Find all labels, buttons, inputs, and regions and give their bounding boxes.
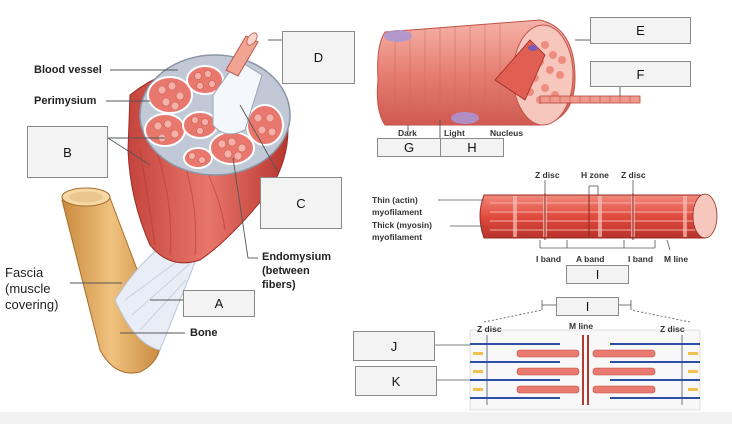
answer-box-g[interactable]: G (377, 138, 441, 157)
label-fascia: Fascia (5, 265, 44, 280)
label-fascia-muscle: (muscle (5, 281, 51, 296)
label-m-line-bottom: M line (569, 321, 594, 331)
leader-lines-middle-right (438, 180, 671, 251)
answer-box-h[interactable]: H (440, 138, 504, 157)
label-blood-vessel: Blood vessel (34, 64, 102, 76)
label-thick-myosin: Thick (myosin) (372, 220, 432, 230)
label-h-zone: H zone (581, 170, 609, 180)
label-dark: Dark (398, 128, 417, 138)
answer-box-a[interactable]: A (183, 290, 255, 317)
label-light: Light (444, 128, 465, 138)
leader-lines-bottom-right (435, 300, 691, 381)
label-fascia-covering: covering) (5, 297, 59, 312)
answer-box-i-lower[interactable]: I (556, 297, 619, 316)
label-thin-actin: Thin (actin) (372, 195, 418, 205)
label-z-disc-bottom-right: Z disc (660, 324, 685, 334)
answer-box-c[interactable]: C (260, 177, 342, 229)
answer-box-k[interactable]: K (355, 366, 437, 396)
label-a-band: A band (576, 254, 605, 264)
label-nucleus: Nucleus (490, 128, 524, 138)
label-z-disc-top-left: Z disc (535, 170, 560, 180)
fascicle-pulled (212, 59, 263, 135)
label-z-disc-bottom-left: Z disc (477, 324, 502, 334)
answer-box-i-upper[interactable]: I (566, 265, 629, 284)
label-m-line-top: M line (664, 254, 689, 264)
fiber-dots (153, 70, 277, 164)
muscle-fiber-shape (376, 19, 641, 126)
blood-vessel-shape (225, 35, 259, 77)
answer-box-b[interactable]: B (27, 126, 108, 178)
answer-box-d[interactable]: D (282, 31, 355, 84)
leader-lines-left (70, 39, 283, 334)
leader-lines-top-right (407, 39, 621, 138)
label-thick-myofilament: myofilament (372, 232, 423, 242)
answer-box-f[interactable]: F (590, 61, 691, 87)
label-endomysium-between: (between (262, 265, 310, 277)
label-thin-myofilament: myofilament (372, 207, 423, 217)
label-endomysium-fibers: fibers) (262, 279, 296, 291)
label-bone: Bone (190, 327, 218, 339)
footer-strip (0, 412, 732, 424)
label-i-band-left: I band (536, 254, 562, 264)
label-i-band-right: I band (628, 254, 654, 264)
answer-box-e[interactable]: E (590, 17, 691, 44)
label-perimysium: Perimysium (34, 95, 97, 107)
answer-box-j[interactable]: J (353, 331, 435, 361)
sarcomere-shape (469, 329, 701, 411)
myofibril-shape (479, 193, 718, 240)
label-z-disc-top-right: Z disc (621, 170, 646, 180)
label-endomysium: Endomysium (262, 251, 332, 263)
